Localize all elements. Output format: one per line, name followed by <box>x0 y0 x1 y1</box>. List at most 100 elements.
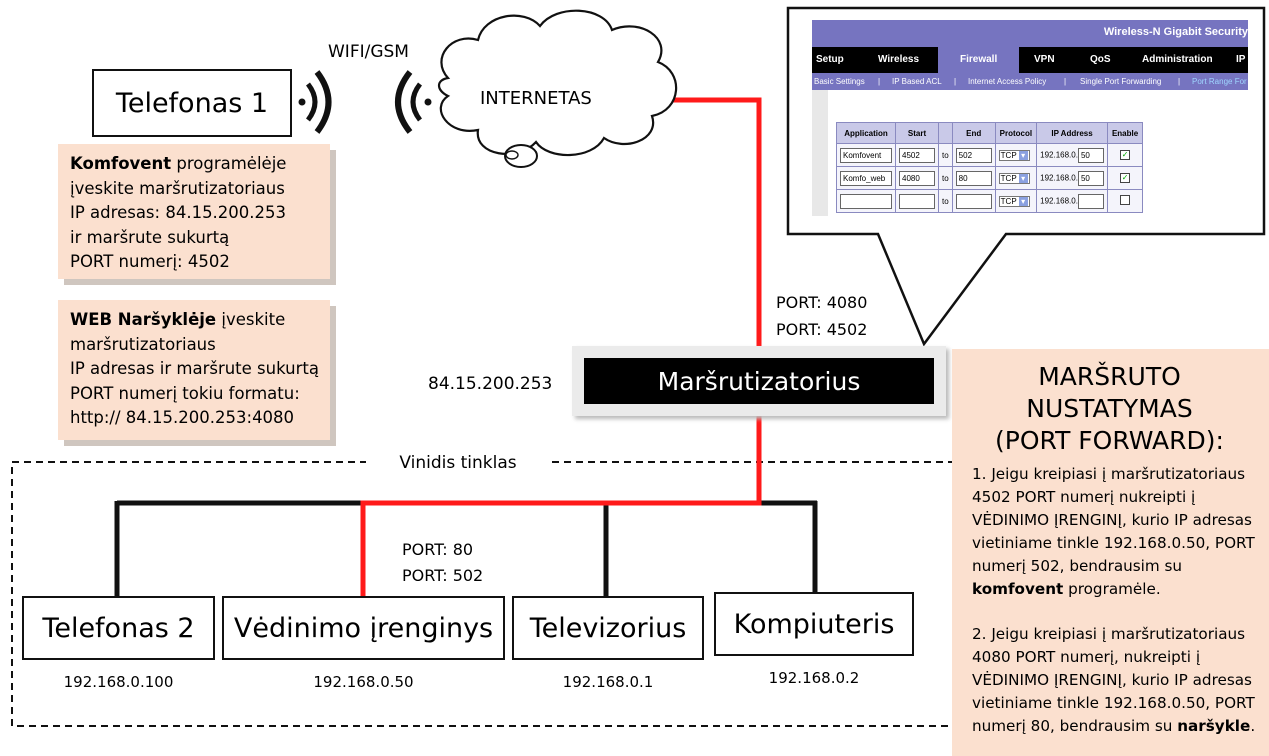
step-1-line: numerį 502, bendrausim su <box>972 557 1183 575</box>
table-row: to TCP▾ 192.168.0. <box>836 189 1144 213</box>
enable-checkbox[interactable]: ✓ <box>1120 173 1131 183</box>
to-label: to <box>938 143 953 167</box>
step-2-last-pre: numerį 80, bendrausim su <box>972 717 1178 735</box>
col-application: Application <box>836 122 896 144</box>
subtab-port-range-forwarding[interactable]: Port Range For <box>1192 77 1247 86</box>
device-label: Telefonas 2 <box>42 612 195 644</box>
tab-wireless[interactable]: Wireless <box>878 54 920 65</box>
note-komfovent-rest: programėlėje <box>171 154 287 173</box>
subtab-internet-access-policy[interactable]: Internet Access Policy <box>968 77 1047 86</box>
ip-last-input[interactable] <box>1077 193 1104 209</box>
chevron-down-icon: ▾ <box>1018 150 1028 160</box>
application-input[interactable]: Komfo_web <box>840 170 892 186</box>
tab-firewall[interactable]: Firewall <box>938 47 1020 73</box>
tab-setup[interactable]: Setup <box>816 54 844 65</box>
col-start: Start <box>895 122 939 144</box>
step-1-line: 4502 PORT numerį nukreipti į <box>972 488 1196 506</box>
ip-last-input[interactable]: 50 <box>1077 170 1104 186</box>
note-web-line: IP adresas ir maršrute sukurtą <box>70 359 319 378</box>
ip-last-input[interactable]: 50 <box>1077 147 1104 163</box>
steps-heading-line: NUSTATYMAS <box>1026 394 1193 423</box>
note-web-bold: WEB Naršyklėje <box>70 310 217 329</box>
note-web-line: http:// 84.15.200.253:4080 <box>70 408 295 427</box>
note-komfovent-line: IP adresas: 84.15.200.253 <box>70 203 287 222</box>
ui-brand: Wireless-N Gigabit Security <box>1103 26 1248 38</box>
note-komfovent: Komfovent programėlėje įveskite maršruti… <box>58 144 330 279</box>
step-2: 2. Jeigu kreipiasi į maršrutizatoriaus 4… <box>972 623 1259 738</box>
wifi-gsm-label: WIFI/GSM <box>328 42 409 62</box>
ui-sidebar <box>812 90 828 216</box>
step-1-bold: komfovent <box>972 580 1064 598</box>
internet-label: INTERNETAS <box>480 88 592 109</box>
device-label: Televizorius <box>529 612 687 644</box>
internet-cloud <box>437 9 678 157</box>
tab-qos[interactable]: QoS <box>1090 54 1111 65</box>
protocol-select[interactable]: TCP▾ <box>998 172 1030 184</box>
table-row: Komfo_web 4080 to 80 TCP▾ 192.168.0.50 ✓ <box>836 166 1144 190</box>
subtab-single-port-forwarding[interactable]: Single Port Forwarding <box>1080 77 1162 86</box>
tab-vpn[interactable]: VPN <box>1034 54 1055 65</box>
device-telefonas2: Telefonas 2 <box>22 596 215 660</box>
col-enable: Enable <box>1106 122 1144 144</box>
tab-ip[interactable]: IP <box>1236 54 1246 65</box>
steps-heading-line: (PORT FORWARD): <box>995 426 1224 455</box>
chevron-down-icon: ▾ <box>1018 173 1028 183</box>
protocol-select[interactable]: TCP▾ <box>998 149 1030 161</box>
device-label: Vėdinimo įrenginys <box>233 612 494 644</box>
signal-arc-4 <box>395 70 413 134</box>
step-2-line: 4080 PORT numerį, nukreipti į <box>972 648 1201 666</box>
router-port-4080: PORT: 4080 <box>776 293 868 312</box>
cloud-puff <box>504 144 538 168</box>
subtab-separator: | <box>954 77 957 86</box>
step-1-line: 1. Jeigu kreipiasi į maršrutizatoriaus <box>972 465 1246 483</box>
start-port-input[interactable] <box>899 193 935 209</box>
step-2-tail: . <box>1250 717 1256 735</box>
tab-administration[interactable]: Administration <box>1142 54 1213 65</box>
device-kompiuteris: Kompiuteris <box>714 592 914 656</box>
chevron-down-icon: ▾ <box>1018 196 1028 206</box>
start-port-input[interactable]: 4080 <box>899 170 935 186</box>
phone1-label: Telefonas 1 <box>115 87 269 119</box>
to-label: to <box>938 166 953 190</box>
router-label: Maršrutizatorius <box>584 358 934 404</box>
enable-checkbox[interactable] <box>1120 195 1131 205</box>
steps-heading-line: MARŠRUTO <box>1038 362 1181 391</box>
application-input[interactable] <box>840 193 892 209</box>
application-input[interactable]: Komfovent <box>840 147 892 163</box>
col-end: End <box>951 122 996 144</box>
subtab-separator: | <box>1178 77 1181 86</box>
port-range-table: Application Start End Protocol IP Addres… <box>836 122 1144 213</box>
step-2-line: vietiniame tinkle 192.168.0.50, PORT <box>972 694 1255 712</box>
protocol-value: TCP <box>1000 150 1017 160</box>
note-web: WEB Naršyklėje įveskite maršrutizatoriau… <box>58 300 330 440</box>
start-port-input[interactable]: 4502 <box>899 147 935 163</box>
subtab-basic-settings[interactable]: Basic Settings <box>814 77 865 86</box>
device-ip: 192.168.0.1 <box>562 673 654 691</box>
col-to <box>938 122 953 144</box>
protocol-value: TCP <box>1000 196 1017 206</box>
note-komfovent-line: įveskite maršrutizatoriaus <box>70 178 285 198</box>
note-web-line: maršrutizatoriaus <box>70 334 216 354</box>
device-port-502: PORT: 502 <box>402 566 484 585</box>
phone1-box: Telefonas 1 <box>92 69 292 137</box>
router-port-4502: PORT: 4502 <box>776 320 868 339</box>
end-port-input[interactable]: 80 <box>955 170 992 186</box>
end-port-input[interactable]: 502 <box>955 147 992 163</box>
ip-prefix: 192.168.0. <box>1040 173 1078 183</box>
protocol-value: TCP <box>1000 173 1017 183</box>
device-port-80: PORT: 80 <box>402 540 474 559</box>
step-2-line: 2. Jeigu kreipiasi į maršrutizatoriaus <box>972 625 1246 643</box>
device-televizorius: Televizorius <box>512 596 704 660</box>
ui-subbar <box>812 73 1248 90</box>
end-port-input[interactable] <box>955 193 992 209</box>
subtab-separator: | <box>1064 77 1067 86</box>
enable-checkbox[interactable]: ✓ <box>1120 150 1131 160</box>
signal-dot-left <box>424 98 432 106</box>
subtab-ip-based-acl[interactable]: IP Based ACL <box>892 77 942 86</box>
note-web-line: PORT numerį tokiu formatu: <box>70 383 300 403</box>
red-path-router-device <box>360 416 762 596</box>
ui-topbar <box>812 20 1248 47</box>
signal-arc-3 <box>410 82 423 122</box>
device-label: Kompiuteris <box>733 608 895 640</box>
protocol-select[interactable]: TCP▾ <box>998 195 1030 207</box>
